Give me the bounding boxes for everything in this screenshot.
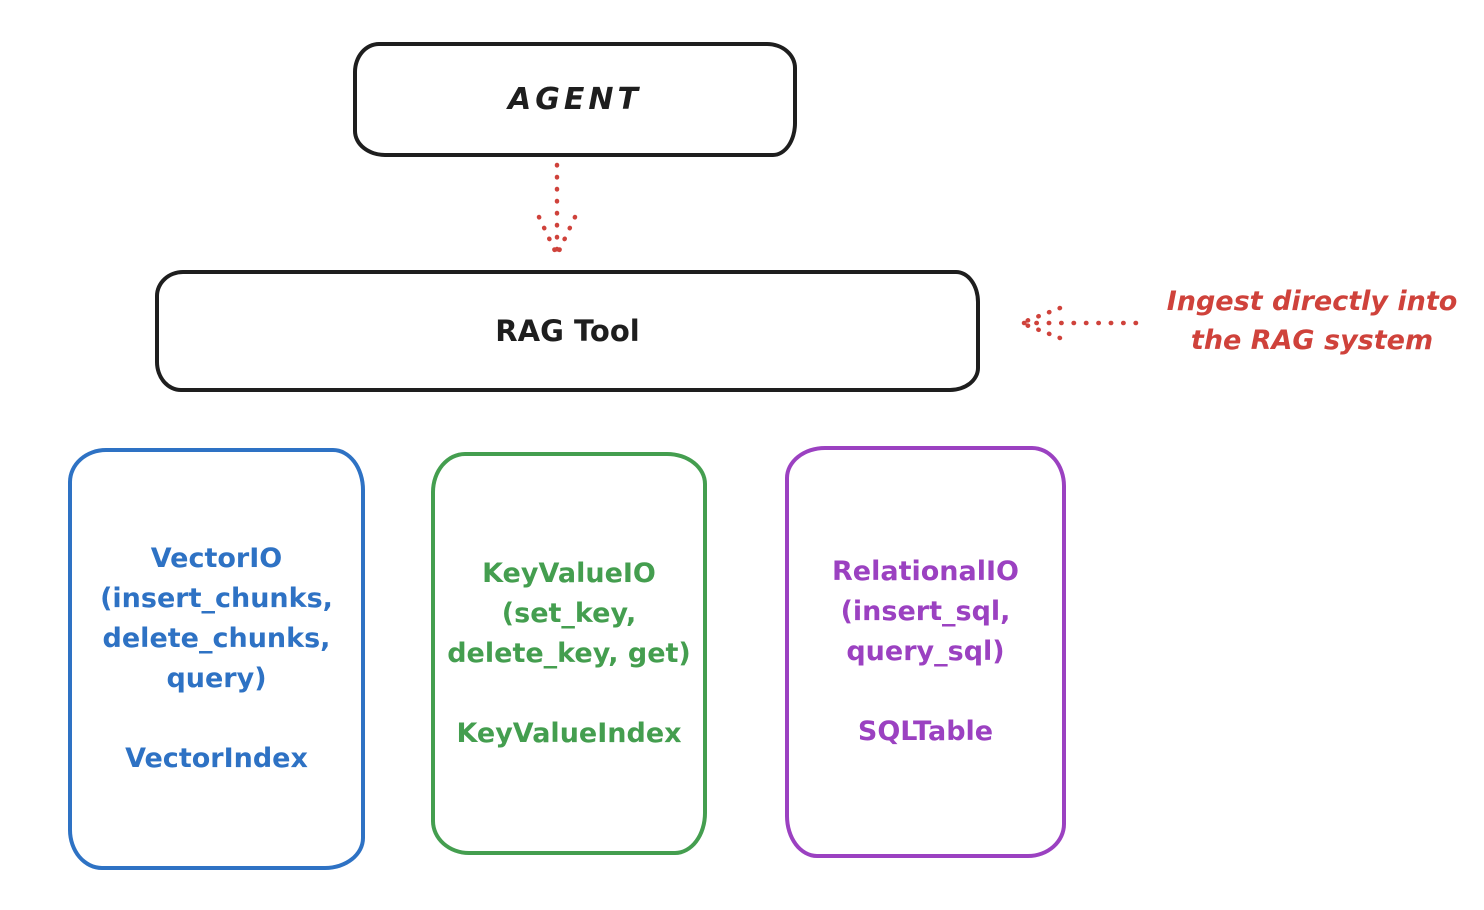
relational-io-methods-line1: (insert_sql,: [840, 596, 1011, 627]
rag-tool-box: RAG Tool: [155, 270, 980, 392]
vector-io-title: VectorIO: [150, 543, 283, 574]
vector-io-methods-line1: (insert_chunks,: [100, 583, 333, 614]
relational-io-title: RelationalIO: [832, 556, 1019, 587]
dotted-arrow-left-icon: [1018, 305, 1139, 341]
agent-box: AGENT: [353, 42, 797, 157]
keyvalue-io-box: KeyValueIO (set_key, delete_key, get) Ke…: [431, 452, 707, 855]
vector-io-methods-line2: delete_chunks,: [102, 623, 331, 654]
ingest-annotation-line2: the RAG system: [1190, 325, 1434, 356]
ingest-annotation-line1: Ingest directly into: [1166, 286, 1458, 317]
keyvalue-io-methods-line2: delete_key, get): [447, 637, 691, 669]
relational-io-box: RelationalIO (insert_sql, query_sql) SQL…: [785, 446, 1066, 858]
keyvalue-io-methods-line1: (set_key,: [501, 597, 637, 629]
vector-io-methods-line3: query): [166, 663, 267, 694]
relational-io-methods-line2: query_sql): [846, 636, 1005, 667]
rag-tool-label: RAG Tool: [495, 314, 640, 348]
ingest-annotation: Ingest directly into the RAG system: [1140, 282, 1484, 360]
keyvalue-io-title: KeyValueIO: [482, 557, 656, 589]
dotted-arrow-down-icon: [536, 162, 578, 256]
vector-io-box: VectorIO (insert_chunks, delete_chunks, …: [68, 448, 365, 870]
sql-table-label: SQLTable: [857, 716, 994, 747]
agent-label: AGENT: [508, 82, 642, 117]
keyvalue-index-label: KeyValueIndex: [456, 717, 682, 749]
vector-index-label: VectorIndex: [125, 743, 308, 774]
